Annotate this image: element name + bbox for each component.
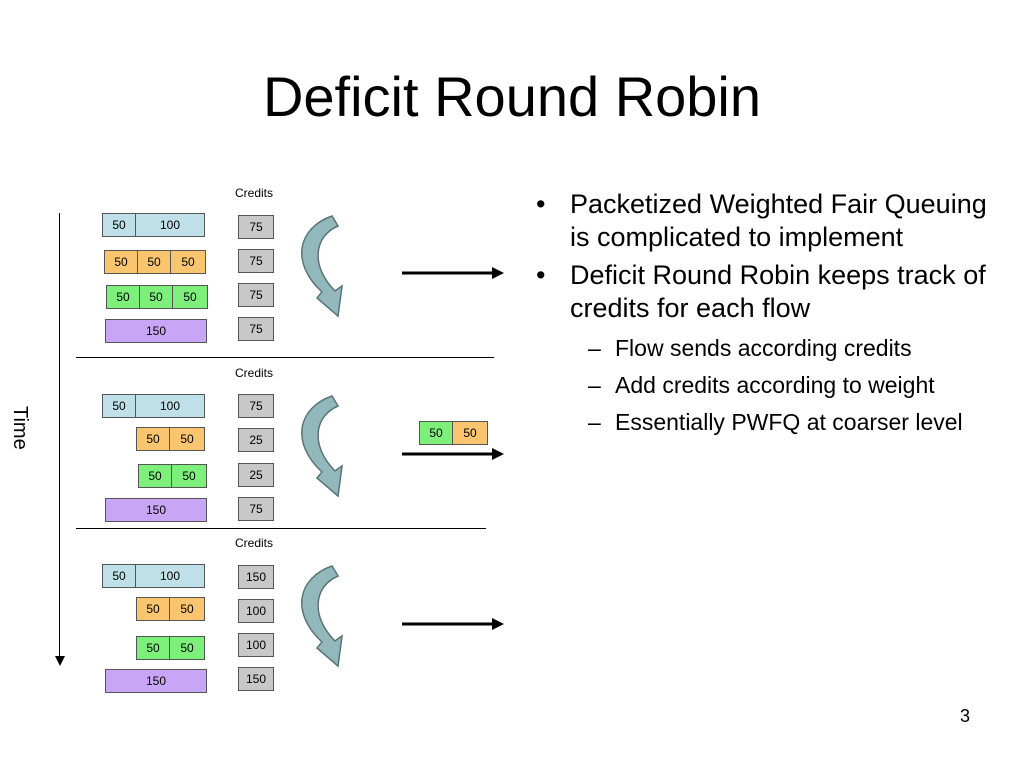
credit-box: 150 — [238, 667, 274, 691]
bullet-item: • Deficit Round Robin keeps track of cre… — [528, 259, 998, 325]
time-axis-line — [59, 213, 60, 659]
credit-box: 75 — [238, 394, 274, 418]
packet: 50 — [102, 394, 136, 418]
sent-packet: 50 — [419, 421, 453, 445]
credit-box: 75 — [238, 283, 274, 307]
bullet-text: Deficit Round Robin keeps track of credi… — [570, 260, 986, 323]
packet: 150 — [105, 669, 207, 693]
packet: 50 — [137, 250, 171, 274]
packet: 50 — [170, 250, 206, 274]
credit-box: 25 — [238, 428, 274, 452]
output-arrow — [402, 448, 504, 460]
packet: 100 — [135, 564, 205, 588]
credits-label: Credits — [234, 536, 273, 550]
packet: 50 — [102, 213, 136, 237]
sub-bullet-text: Essentially PWFQ at coarser level — [615, 409, 963, 435]
packet: 50 — [172, 285, 208, 309]
packet: 100 — [135, 394, 205, 418]
credit-box: 75 — [238, 497, 274, 521]
bullet-dot-icon: • — [536, 260, 546, 290]
round-robin-curve-arrow — [301, 395, 343, 498]
separator-line — [76, 528, 486, 529]
output-arrow — [402, 618, 504, 630]
bullet-item: • Packetized Weighted Fair Queuing is co… — [528, 188, 998, 254]
credit-box: 100 — [238, 599, 274, 623]
bullet-dash-icon: – — [588, 409, 601, 435]
sub-bullet-item: – Essentially PWFQ at coarser level — [528, 408, 998, 436]
credit-box: 75 — [238, 249, 274, 273]
drr-diagram: Credits 50 100 50 50 50 50 50 50 150 75 … — [0, 0, 520, 720]
credit-box: 150 — [238, 565, 274, 589]
sub-bullet-item: – Add credits according to weight — [528, 371, 998, 399]
bullet-text: Packetized Weighted Fair Queuing is comp… — [570, 189, 987, 252]
bullet-dot-icon: • — [536, 189, 546, 219]
packet: 50 — [139, 285, 173, 309]
packet: 50 — [169, 636, 205, 660]
sent-packet: 50 — [452, 421, 488, 445]
credit-box: 25 — [238, 463, 274, 487]
credits-label: Credits — [234, 186, 273, 200]
credits-label: Credits — [234, 366, 273, 380]
packet: 50 — [138, 464, 172, 488]
credit-box: 75 — [238, 317, 274, 341]
credit-box: 100 — [238, 633, 274, 657]
time-axis-arrowhead — [55, 656, 65, 666]
bullet-dash-icon: – — [588, 335, 601, 361]
round-robin-curve-arrow — [301, 565, 343, 668]
bullet-list: • Packetized Weighted Fair Queuing is co… — [528, 188, 998, 436]
packet: 50 — [136, 427, 170, 451]
packet: 150 — [105, 498, 207, 522]
packet: 150 — [105, 319, 207, 343]
packet: 100 — [135, 213, 205, 237]
sub-bullet-text: Flow sends according credits — [615, 335, 912, 361]
packet: 50 — [104, 250, 138, 274]
time-axis-label: Time — [9, 406, 31, 450]
credit-box: 75 — [238, 215, 274, 239]
packet: 50 — [169, 427, 205, 451]
packet: 50 — [106, 285, 140, 309]
slide-number: 3 — [959, 706, 970, 726]
packet: 50 — [169, 597, 205, 621]
packet: 50 — [136, 636, 170, 660]
bullet-dash-icon: – — [588, 372, 601, 398]
round-robin-curve-arrow — [301, 215, 343, 318]
sub-bullet-text: Add credits according to weight — [615, 372, 935, 398]
output-arrow — [402, 267, 504, 279]
packet: 50 — [171, 464, 207, 488]
separator-line — [76, 357, 494, 358]
slide-title: Deficit Round Robin — [262, 65, 762, 128]
packet: 50 — [102, 564, 136, 588]
packet: 50 — [136, 597, 170, 621]
sub-bullet-item: – Flow sends according credits — [528, 334, 998, 362]
